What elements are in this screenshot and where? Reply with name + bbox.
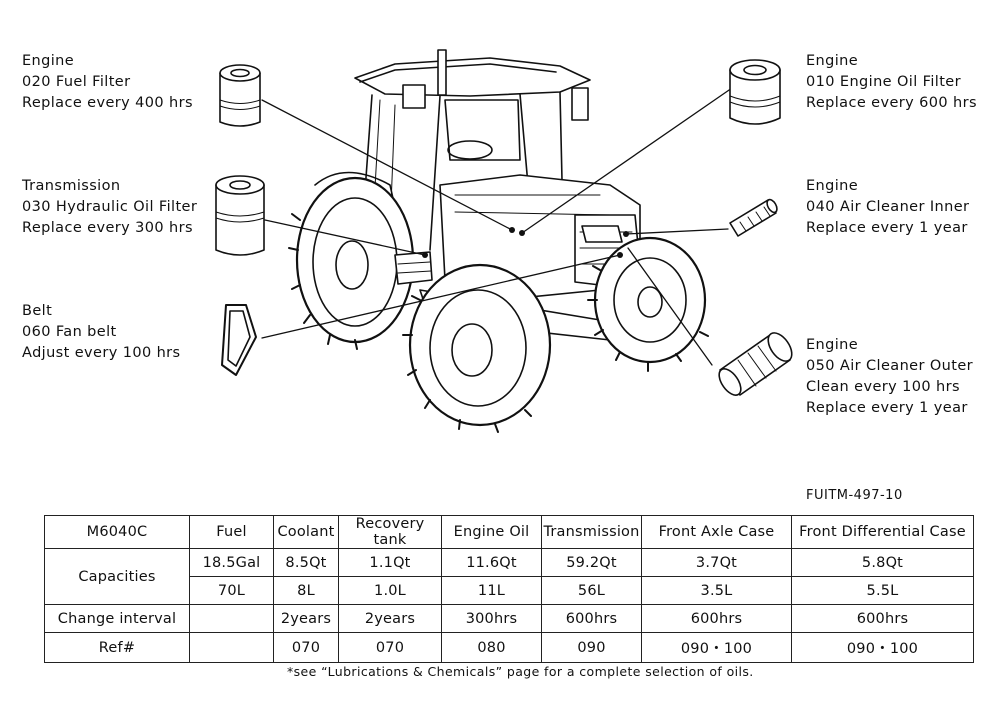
table-cell: 300hrs <box>441 604 542 633</box>
callout-interval: Replace every 1 year <box>806 220 968 236</box>
table-cell: 080 <box>441 632 542 663</box>
callout-category: Engine <box>806 178 859 194</box>
table-row: 70L 8L 1.0L 11L 56L 3.5L 5.5L <box>45 576 974 605</box>
header-cell: Coolant <box>273 515 339 549</box>
table-cell: 3.5L <box>641 576 792 605</box>
header-cell: Front Differential Case <box>791 515 974 549</box>
table-header-row: M6040C Fuel Coolant Recovery tank Engine… <box>44 515 974 549</box>
fuel-filter-icon <box>219 64 261 127</box>
table-cell: 5.8Qt <box>791 548 974 577</box>
header-cell: Recovery tank <box>338 515 442 549</box>
air-cleaner-outer-icon <box>718 332 793 396</box>
table-row: Capacities 18.5Gal 8.5Qt 1.1Qt 11.6Qt 59… <box>44 548 974 605</box>
header-cell: Fuel <box>189 515 274 549</box>
header-cell: Front Axle Case <box>641 515 792 549</box>
table-cell: 70L <box>189 576 274 605</box>
callout-part: 060 Fan belt <box>22 324 117 340</box>
table-cell: 8L <box>273 576 339 605</box>
callout-part: 050 Air Cleaner Outer <box>806 358 974 374</box>
table-cell: 600hrs <box>541 604 642 633</box>
capacities-table: M6040C Fuel Coolant Recovery tank Engine… <box>44 515 974 663</box>
table-cell: 11L <box>441 576 542 605</box>
callout-category: Belt <box>22 303 53 319</box>
callout-part: 020 Fuel Filter <box>22 74 131 90</box>
callout-part: 010 Engine Oil Filter <box>806 74 961 90</box>
table-cell: 090 <box>541 632 642 663</box>
ref-label: Ref# <box>44 632 190 663</box>
table-cell: 2years <box>273 604 339 633</box>
callout-interval: Replace every 600 hrs <box>806 95 977 111</box>
fan-belt-callout: Belt 060 Fan belt Adjust every 100 hrs <box>22 301 181 364</box>
table-cell: 5.5L <box>791 576 974 605</box>
callout-interval: Adjust every 100 hrs <box>22 345 181 361</box>
callout-interval: Clean every 100 hrs <box>806 379 960 395</box>
table-cell: 59.2Qt <box>541 548 642 577</box>
table-cell: 090・100 <box>791 632 974 663</box>
callout-category: Engine <box>22 53 75 69</box>
air-cleaner-inner-callout: Engine 040 Air Cleaner Inner Replace eve… <box>806 176 969 239</box>
table-cell: 8.5Qt <box>273 548 339 577</box>
header-cell: Transmission <box>541 515 642 549</box>
engine-oil-filter-icon <box>729 59 781 125</box>
table-cell: 070 <box>338 632 442 663</box>
fan-belt-icon <box>221 304 257 376</box>
callout-interval: Replace every 400 hrs <box>22 95 193 111</box>
callout-interval: Replace every 300 hrs <box>22 220 193 236</box>
table-cell <box>189 604 274 633</box>
callout-category: Engine <box>806 53 859 69</box>
engine-oil-filter-callout: Engine 010 Engine Oil Filter Replace eve… <box>806 51 977 114</box>
hydraulic-oil-filter-callout: Transmission 030 Hydraulic Oil Filter Re… <box>22 176 197 239</box>
model-cell: M6040C <box>44 515 190 549</box>
table-cell: 1.0L <box>338 576 442 605</box>
table-row: Ref# 070 070 080 090 090・100 090・100 <box>44 632 974 663</box>
callout-category: Transmission <box>22 178 121 194</box>
callout-interval-2: Replace every 1 year <box>806 400 968 416</box>
table-cell: 090・100 <box>641 632 792 663</box>
callout-category: Engine <box>806 337 859 353</box>
table-cell: 1.1Qt <box>338 548 442 577</box>
table-cell: 600hrs <box>641 604 792 633</box>
callout-part: 030 Hydraulic Oil Filter <box>22 199 198 215</box>
air-cleaner-outer-callout: Engine 050 Air Cleaner Outer Clean every… <box>806 335 973 419</box>
table-cell: 070 <box>273 632 339 663</box>
table-cell: 18.5Gal <box>189 548 274 577</box>
callout-part: 040 Air Cleaner Inner <box>806 199 970 215</box>
table-cell: 600hrs <box>791 604 974 633</box>
table-cell: 56L <box>541 576 642 605</box>
table-cell: 11.6Qt <box>441 548 542 577</box>
air-cleaner-inner-icon <box>729 198 778 237</box>
hydraulic-oil-filter-icon <box>215 175 265 256</box>
tractor-maintenance-diagram <box>215 49 793 433</box>
header-cell: Engine Oil <box>441 515 542 549</box>
figure-id: FUITM-497-10 <box>806 488 903 503</box>
interval-label: Change interval <box>44 604 190 633</box>
table-cell: 2years <box>338 604 442 633</box>
table-row: Change interval 2years 2years 300hrs 600… <box>44 604 974 633</box>
table-cell <box>189 632 274 663</box>
tractor-illustration <box>288 49 709 433</box>
table-cell: 3.7Qt <box>641 548 792 577</box>
footnote: *see “Lubrications & Chemicals” page for… <box>287 664 754 679</box>
fuel-filter-callout: Engine 020 Fuel Filter Replace every 400… <box>22 51 193 114</box>
capacities-label: Capacities <box>44 548 190 605</box>
